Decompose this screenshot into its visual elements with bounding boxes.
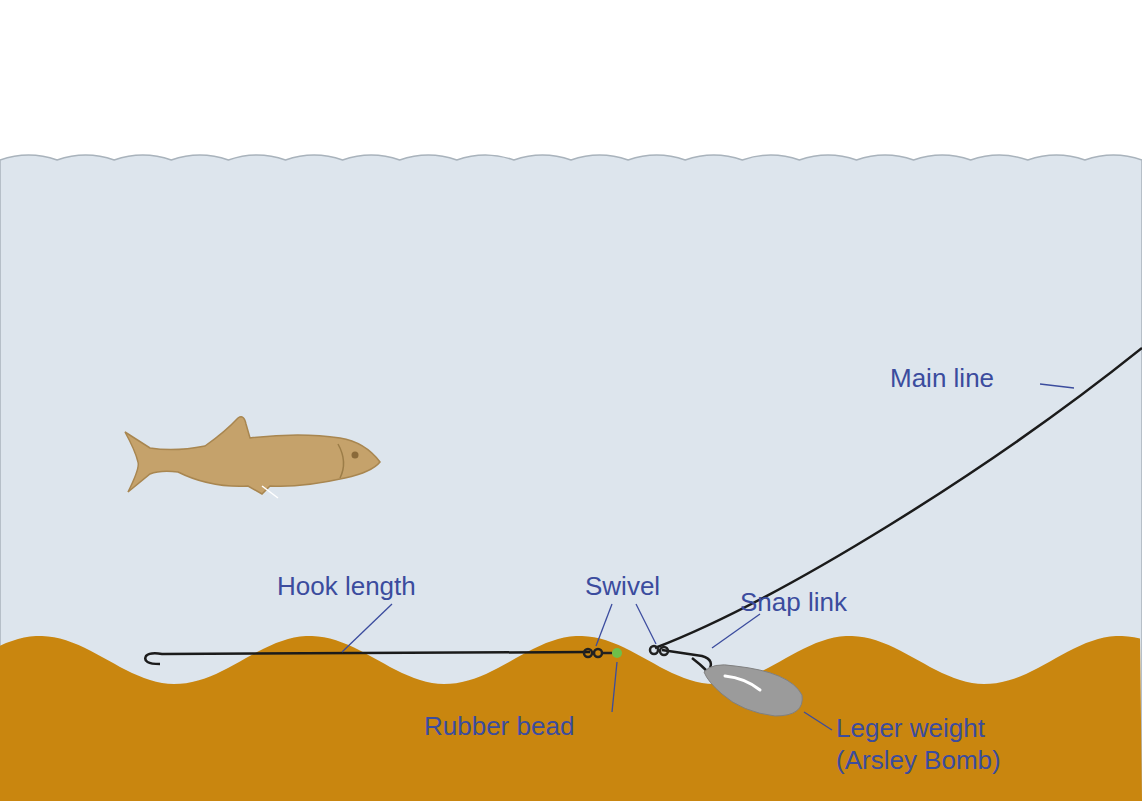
fish bbox=[125, 417, 380, 498]
part-label: Swivel bbox=[585, 570, 660, 602]
snap-link bbox=[662, 650, 711, 672]
main-line bbox=[655, 348, 1142, 648]
swivels bbox=[584, 646, 668, 657]
leader-lines bbox=[342, 384, 1074, 730]
tackle bbox=[145, 348, 1142, 672]
leger-weight bbox=[704, 665, 802, 716]
part-label: Hook length bbox=[277, 570, 416, 602]
part-label: Main line bbox=[890, 362, 994, 394]
river-bed bbox=[0, 636, 1142, 801]
hook-length bbox=[145, 652, 590, 664]
water bbox=[0, 155, 1142, 801]
part-label: Leger weight (Arsley Bomb) bbox=[836, 712, 1026, 776]
rubber-bead bbox=[612, 648, 622, 658]
part-label: Rubber bead bbox=[424, 710, 574, 742]
part-label: Snap link bbox=[740, 586, 847, 618]
